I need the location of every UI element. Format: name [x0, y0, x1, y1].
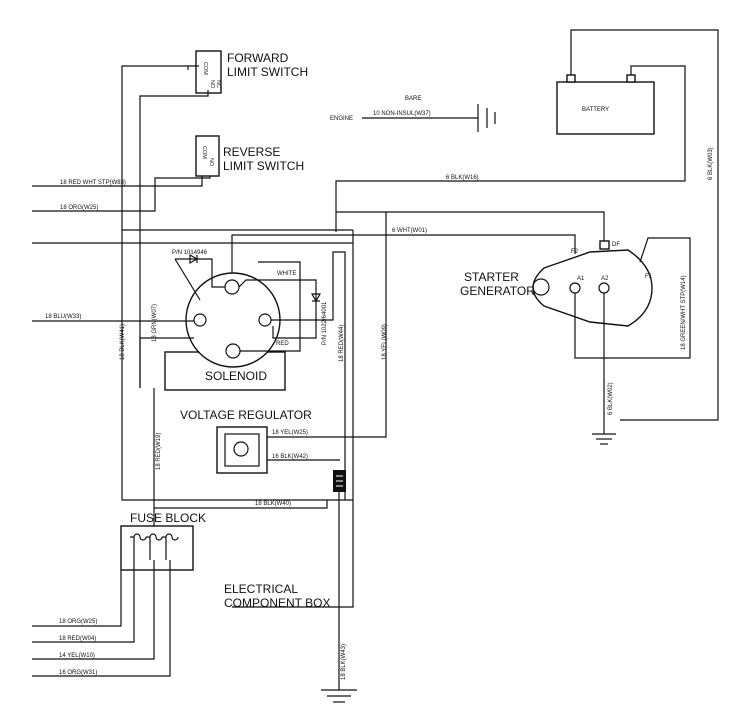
- terminal-a2: A2: [601, 276, 609, 282]
- wire-label-blk-w43: 18 BLK(W43): [341, 644, 347, 680]
- forward-switch-subtitle: LIMIT SWITCH: [227, 65, 308, 79]
- terminal-df: DF: [612, 242, 620, 248]
- wire-label-grn-w07: 18 GRN(W07): [152, 304, 158, 342]
- wire-label-blk-w42: 16 BLK(W42): [272, 454, 308, 460]
- svg-text:NC: NC: [215, 80, 221, 88]
- wire-label-yel-w10: 14 YEL(W10): [59, 653, 95, 659]
- starter-ground-symbol: [592, 420, 616, 445]
- connector-block: [333, 470, 346, 492]
- terminal-f1: F1: [645, 274, 653, 280]
- electrical-component-box: [121, 229, 354, 608]
- starter-generator: F2 DF A1 A2 F1 STARTER GENERATOR: [460, 240, 653, 327]
- forward-limit-switch: COM NO NC FORWARD LIMIT SWITCH: [195, 50, 308, 94]
- wire-label-yel-w25-vr: 18 YEL(W25): [272, 430, 308, 436]
- bare-label: BARE: [405, 96, 421, 102]
- diode-part-number: P/N 1022/64001: [322, 301, 328, 345]
- component-box-sublabel: COMPONENT BOX: [224, 596, 330, 610]
- solenoid-part-number: P/N 1014946: [172, 250, 208, 256]
- wire-label-org-w25-bottom: 18 ORG(W25): [59, 619, 97, 625]
- wire-label-blk-w02: 6 BLK(W02): [608, 382, 614, 415]
- engine-label: ENGINE: [330, 116, 353, 122]
- wire-label-org-w31: 16 ORG(W31): [59, 670, 97, 676]
- reverse-switch-subtitle: LIMIT SWITCH: [223, 159, 304, 173]
- voltage-regulator: VOLTAGE REGULATOR: [180, 408, 312, 474]
- svg-text:NO: NO: [209, 80, 215, 89]
- wire-label-wht-w01: 6 WHT(W01): [392, 228, 427, 234]
- battery: BATTERY: [556, 74, 655, 135]
- solenoid: SOLENOID: [164, 272, 286, 391]
- battery-label: BATTERY: [582, 107, 609, 113]
- svg-text:10 NON-INSUL(W37): 10 NON-INSUL(W37): [373, 111, 431, 117]
- reverse-limit-switch: COM NO REVERSE LIMIT SWITCH: [195, 135, 304, 177]
- wire-label-yel-w09: 18 YEL(W09): [382, 324, 388, 360]
- terminal-a1: A1: [577, 276, 585, 282]
- component-box-label: ELECTRICAL: [224, 582, 298, 596]
- wire-label-blk-w16: 6 BLK(W16): [446, 175, 479, 181]
- wire-label-green-w14: 18 GREEN/WHT STP(W14): [681, 275, 687, 350]
- fuse-block-label: FUSE BLOCK: [130, 511, 206, 525]
- voltage-regulator-label: VOLTAGE REGULATOR: [180, 408, 312, 422]
- bottom-ground-symbol: [321, 689, 357, 703]
- wire-label-org-w25-top: 18 ORG(W25): [60, 205, 98, 211]
- engine-ground: ENGINE BARE 6 BLK(W16) 10 NON-INSUL(W37): [330, 96, 496, 132]
- wire-label-blk-w41: 18 BLK(W41): [120, 324, 126, 360]
- white-label: WHITE: [277, 271, 296, 277]
- wire-label-red-w44: 18 RED(W44): [339, 325, 345, 362]
- fuse-block: FUSE BLOCK: [120, 511, 206, 571]
- svg-text:NO: NO: [208, 158, 214, 167]
- wire-label-blk-w40: 18 BLK(W40): [255, 501, 291, 507]
- wire-label-blu-w33: 18 BLU(W33): [45, 314, 81, 320]
- starter-subtitle: GENERATOR: [460, 284, 535, 298]
- solenoid-label: SOLENOID: [205, 369, 267, 383]
- starter-title: STARTER: [464, 270, 519, 284]
- reverse-switch-title: REVERSE: [223, 145, 280, 159]
- wire-label-red-w04: 18 RED(W04): [59, 636, 96, 642]
- wire-label-red-w19: 18 RED(W19): [156, 433, 162, 470]
- wire-label-red-wht-stp: 18 RED WHT STP(W83): [60, 180, 126, 186]
- red-label: RED: [276, 341, 289, 347]
- forward-switch-title: FORWARD: [227, 51, 289, 65]
- wire-label-blk-w03: 6 BLK(W03): [708, 147, 714, 180]
- svg-text:COM: COM: [201, 146, 207, 159]
- svg-text:COM: COM: [202, 62, 208, 75]
